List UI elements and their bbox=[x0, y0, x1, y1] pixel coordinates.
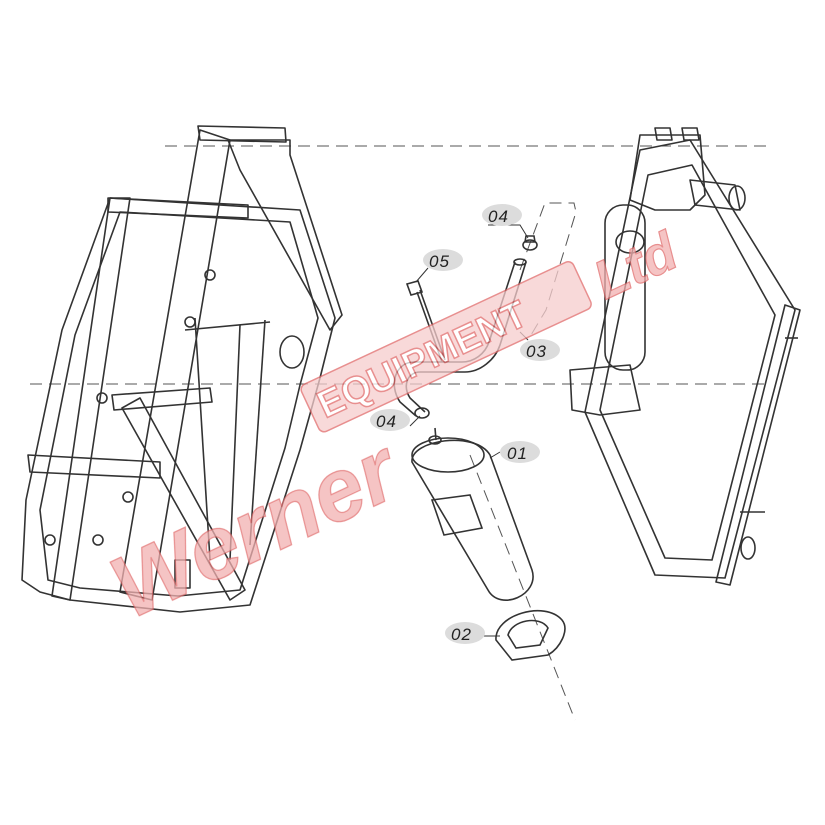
callout-03-bubble bbox=[520, 339, 560, 361]
radiator-outlet bbox=[740, 536, 756, 560]
hose-clamp-lower bbox=[414, 407, 430, 419]
callout-01-bubble bbox=[500, 441, 540, 463]
expansion-bottle bbox=[411, 427, 534, 601]
callout-01: 01 bbox=[500, 441, 540, 463]
radiator-filler-neck bbox=[615, 230, 645, 254]
callout-02-bubble bbox=[445, 622, 485, 644]
frame-side-member bbox=[51, 197, 131, 601]
leader-lines bbox=[409, 224, 529, 637]
callout-04b-bubble bbox=[370, 409, 410, 431]
callout-05-label: 05 bbox=[429, 252, 450, 271]
callout-05-bubble bbox=[423, 249, 463, 271]
bottle-body bbox=[411, 439, 534, 601]
callout-05: 05 bbox=[423, 249, 463, 271]
shroud-outline bbox=[21, 197, 336, 613]
callout-04a-label: 04 bbox=[488, 207, 509, 226]
bottle-bracket bbox=[495, 610, 566, 661]
shroud-rib-1 bbox=[184, 321, 271, 331]
shroud-rib-4 bbox=[249, 319, 266, 546]
watermark-band-box bbox=[300, 261, 592, 433]
bottle-axis-line bbox=[469, 454, 576, 721]
frame-left-leg bbox=[119, 129, 231, 601]
leader-04a bbox=[488, 224, 529, 239]
frame-top-bar bbox=[197, 125, 287, 143]
frame-bolt-1 bbox=[96, 392, 108, 404]
radiator-inlet bbox=[728, 185, 746, 211]
watermark-suffix-text: Ltd bbox=[585, 221, 687, 311]
callout-02: 02 bbox=[445, 622, 485, 644]
callout-labels: 01 02 03 04 04 05 bbox=[370, 204, 560, 644]
frame-bolt-2 bbox=[122, 491, 134, 503]
radiator-bottom-tank bbox=[569, 364, 641, 416]
radiator-bracket bbox=[654, 127, 700, 141]
callout-04b: 04 bbox=[370, 409, 410, 431]
frame-bolt-4 bbox=[92, 534, 104, 546]
callout-03-label: 03 bbox=[526, 342, 547, 361]
callout-01-label: 01 bbox=[507, 444, 528, 463]
hose-clamp-upper bbox=[522, 239, 538, 251]
leader-01 bbox=[489, 451, 501, 459]
hose-end bbox=[513, 258, 527, 266]
frame-bolt-3 bbox=[44, 534, 56, 546]
hose-clamps bbox=[414, 235, 538, 419]
cable-tie-head bbox=[405, 280, 424, 296]
callout-03: 03 bbox=[520, 339, 560, 361]
frame-mid-bar bbox=[111, 387, 213, 411]
radiator-side-tank bbox=[604, 204, 646, 371]
callout-04a: 04 bbox=[482, 204, 522, 226]
bottle-panel bbox=[430, 494, 484, 536]
radiator-core bbox=[584, 139, 796, 579]
callout-02-label: 02 bbox=[451, 625, 472, 644]
leader-05 bbox=[415, 267, 429, 283]
bottle-spout bbox=[434, 427, 437, 441]
callout-04a-bubble bbox=[482, 204, 522, 226]
radiator bbox=[569, 127, 801, 586]
bracket-outer bbox=[495, 610, 566, 661]
radiator-right-rail bbox=[715, 304, 801, 586]
frame-foot bbox=[174, 559, 191, 589]
bracket-inner bbox=[507, 619, 549, 649]
frame-right-rail bbox=[227, 139, 343, 331]
leader-04b bbox=[409, 415, 421, 427]
radiator-top-tank bbox=[629, 134, 706, 211]
bottle-top bbox=[411, 437, 485, 473]
callout-04b-label: 04 bbox=[376, 412, 397, 431]
shroud-rib-3 bbox=[229, 324, 241, 561]
shroud-hole bbox=[279, 335, 305, 369]
frame-diagonal bbox=[121, 397, 246, 601]
shroud-rib-2 bbox=[194, 317, 211, 561]
frame-bolt-5 bbox=[204, 269, 216, 281]
frame-cross-bar bbox=[27, 454, 161, 479]
radiator-core-inner bbox=[599, 164, 776, 561]
watermark-band-text: EQUIPMENT bbox=[311, 293, 533, 427]
frame-bolt-6 bbox=[184, 316, 196, 328]
hose-clamp-upper-tab bbox=[524, 235, 536, 243]
frame-assembly bbox=[21, 125, 343, 613]
